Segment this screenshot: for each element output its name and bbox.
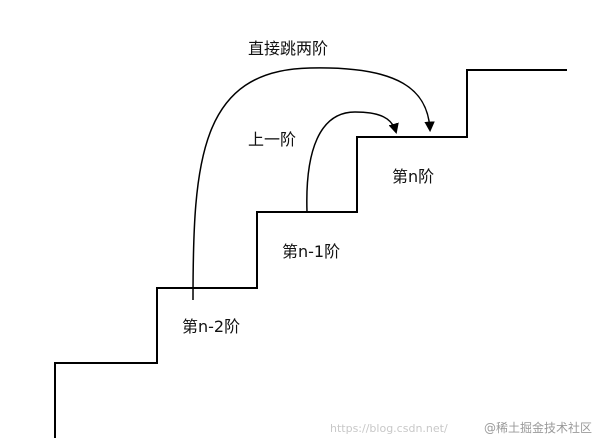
- jump-two-label: 直接跳两阶: [248, 39, 328, 58]
- watermark-brand: @稀土掘金技术社区: [484, 420, 592, 435]
- step-n-minus-1-label: 第n-1阶: [282, 242, 340, 261]
- jump-two-arrow: [192, 67, 435, 301]
- step-n-label: 第n阶: [392, 167, 434, 186]
- watermark-url: https://blog.csdn.net/: [330, 422, 448, 435]
- step-n-minus-2-label: 第n-2阶: [182, 317, 240, 336]
- staircase-outline: [54, 69, 567, 438]
- up-one-label: 上一阶: [248, 130, 296, 149]
- up-one-arrow: [306, 111, 399, 213]
